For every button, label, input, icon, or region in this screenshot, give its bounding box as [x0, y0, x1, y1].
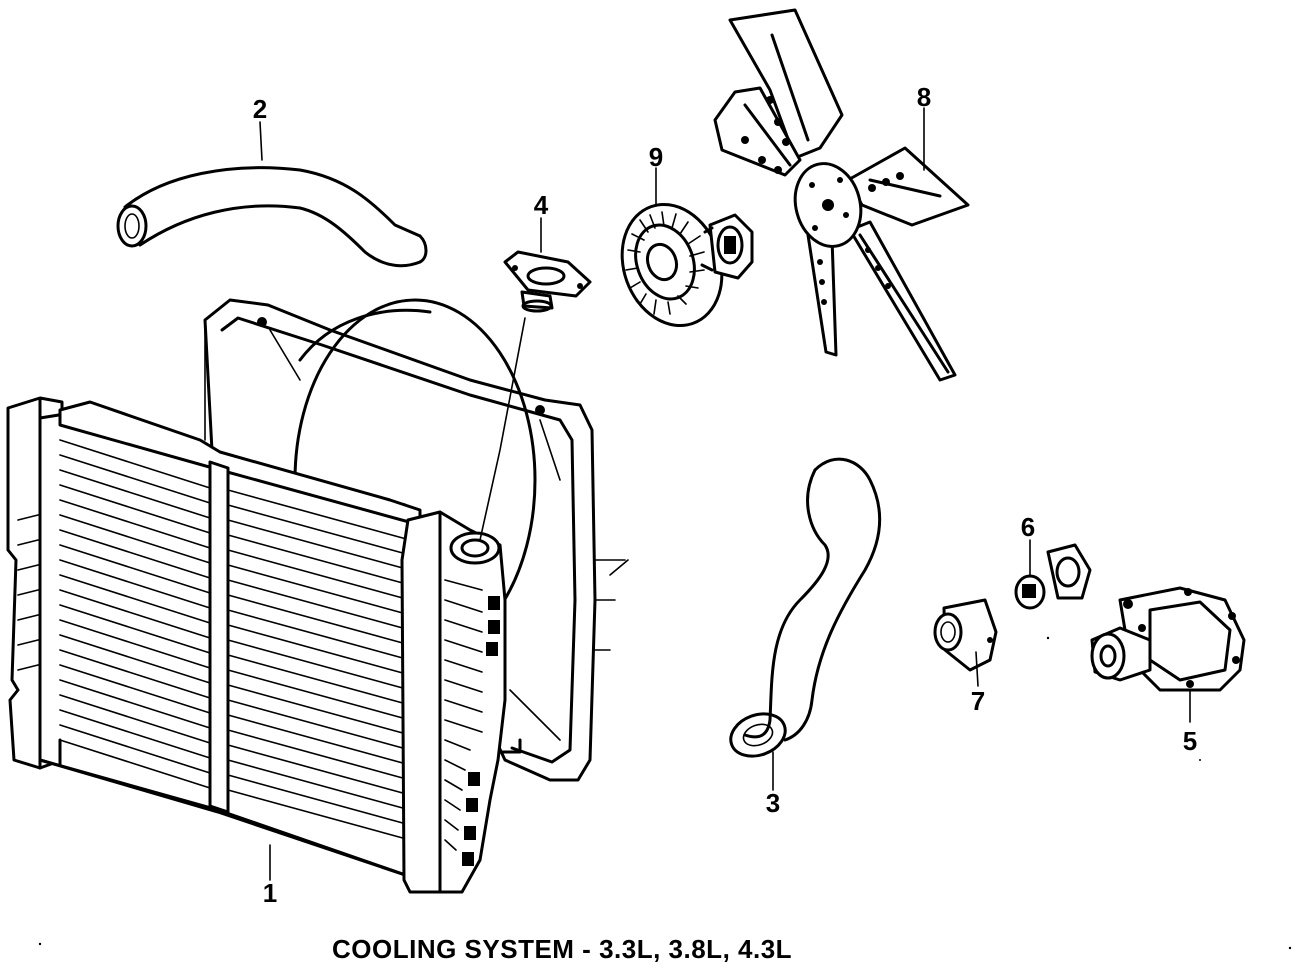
callout-8: 8 [917, 82, 931, 112]
callout-6: 6 [1021, 512, 1035, 542]
callout-numbers: 1 2 3 4 5 6 7 8 9 [253, 82, 1197, 908]
callout-4: 4 [534, 190, 549, 220]
lower-radiator-hose [729, 457, 882, 758]
callout-3: 3 [766, 788, 780, 818]
radiator-cap [479, 250, 592, 541]
diagram-caption: COOLING SYSTEM - 3.3L, 3.8L, 4.3L [332, 934, 793, 964]
callout-9: 9 [649, 142, 663, 172]
callout-1: 1 [263, 878, 277, 908]
thermostat [1014, 543, 1092, 610]
scan-specks [38, 636, 1292, 950]
leader-7 [975, 651, 979, 687]
fan-clutch [620, 202, 754, 328]
water-pump [1090, 586, 1246, 692]
thermostat-housing [933, 598, 998, 672]
upper-radiator-hose [116, 166, 428, 268]
callout-5: 5 [1183, 726, 1197, 756]
fan-blade [713, 8, 970, 382]
radiator [6, 396, 507, 894]
leader-lines [259, 107, 1191, 881]
callout-7: 7 [971, 686, 985, 716]
leader-2 [259, 121, 263, 161]
callout-2: 2 [253, 94, 267, 124]
